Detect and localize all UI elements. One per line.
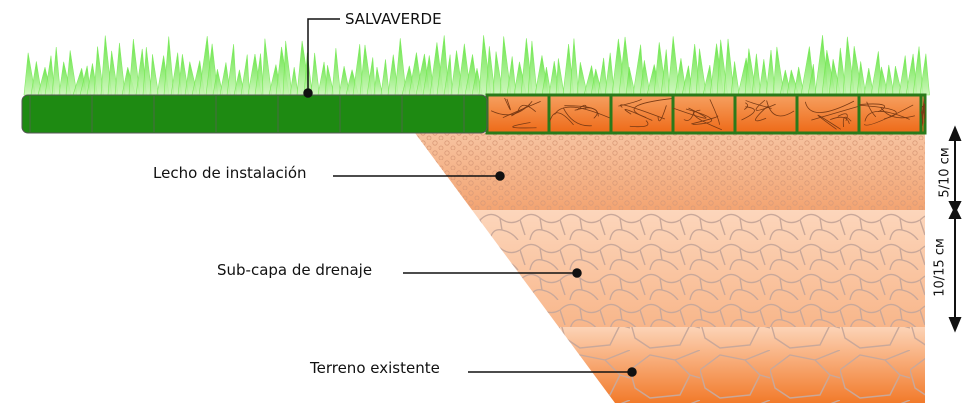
salvaverde-label: SALVAVERDE	[345, 10, 442, 28]
bedding-dimension: 5/10 см	[937, 147, 953, 198]
dimension-arrows	[948, 125, 962, 333]
grass	[23, 35, 930, 96]
drainage-label: Sub-capa de drenaje	[217, 261, 373, 279]
bedding-label: Lecho de instalación	[153, 164, 307, 182]
salvaverde-panel	[21, 94, 488, 134]
drainage-dimension: 10/15 см	[932, 238, 948, 297]
orange-cells	[485, 93, 927, 135]
terrain-label: Terreno existente	[310, 359, 440, 377]
